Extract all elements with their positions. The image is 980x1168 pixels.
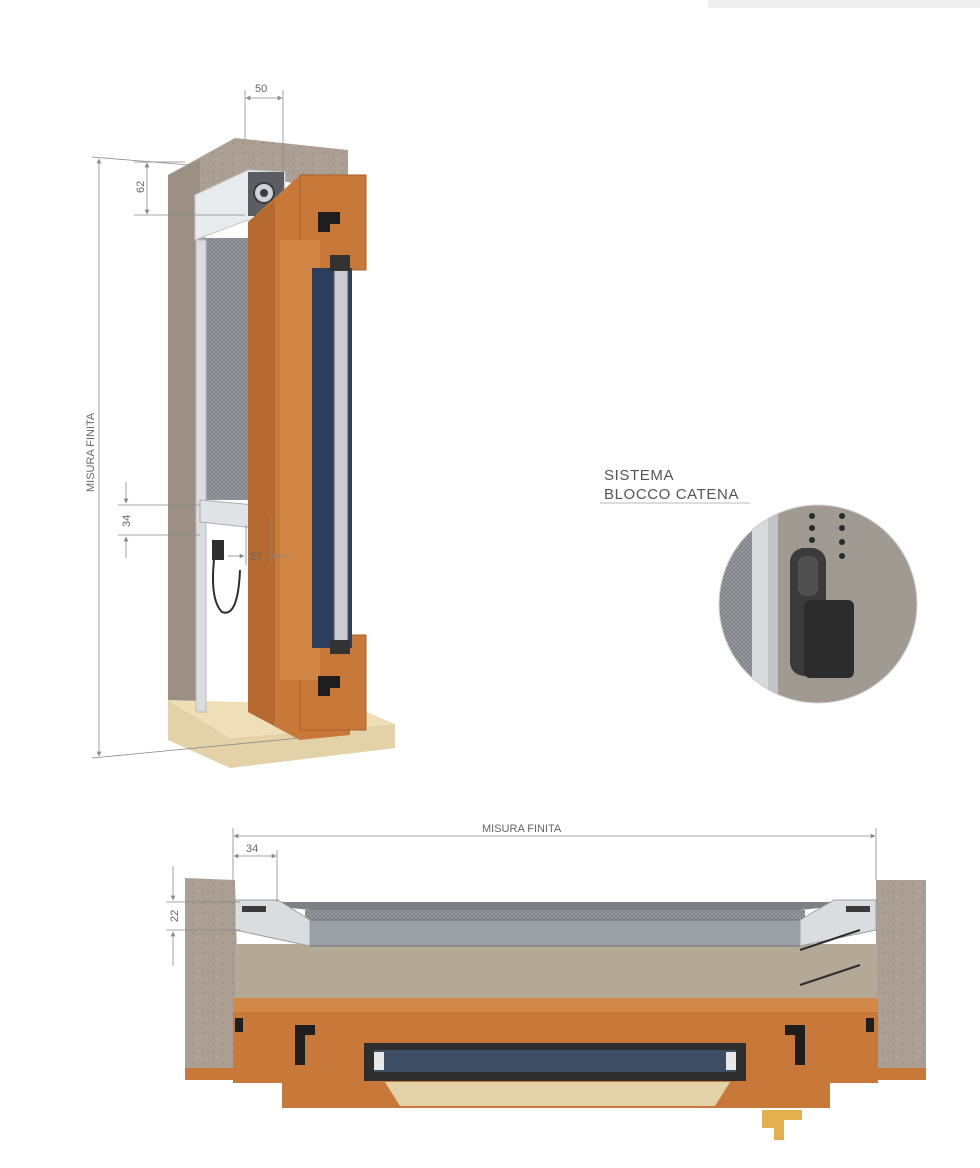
detail-magnifier — [719, 505, 917, 703]
dim-side-gap: 27 — [250, 551, 262, 563]
callout-title-line2: BLOCCO CATENA — [604, 486, 740, 503]
left-wall — [185, 878, 240, 1068]
chain-block — [212, 540, 224, 560]
wood-frame-shade — [248, 200, 275, 726]
dim-height-label: MISURA FINITA — [85, 412, 97, 492]
horizontal-rail — [309, 919, 801, 947]
dim-guide-depth: 22 — [169, 910, 181, 922]
dim-box-height: 62 — [135, 181, 147, 193]
wall-face — [168, 160, 200, 712]
insect-mesh — [204, 238, 248, 500]
horizontal-sand — [385, 1082, 730, 1106]
dim-bottom-rail: 34 — [121, 515, 133, 527]
glass-spacer — [333, 267, 349, 649]
horizontal-dimensions: MISURA FINITA 34 22 — [166, 823, 877, 966]
dim-head-width: 50 — [255, 83, 267, 95]
top-strip — [708, 0, 980, 8]
horizontal-handle — [762, 1110, 802, 1140]
chain-cord — [212, 559, 241, 614]
vertical-section — [168, 138, 395, 768]
horizontal-section — [185, 878, 926, 1140]
right-wall — [876, 880, 926, 1080]
detail-callout — [600, 502, 918, 704]
horizontal-chain — [799, 929, 861, 986]
reveal-back — [235, 944, 877, 1000]
vertical-dimensions: 50 62 MISURA FINITA 34 27 — [85, 83, 301, 759]
dim-width-label: MISURA FINITA — [482, 823, 562, 835]
sill — [168, 700, 395, 768]
dim-side-guide: 34 — [246, 843, 258, 855]
callout-title-line1: SISTEMA — [604, 467, 675, 484]
horizontal-mesh — [235, 902, 876, 910]
side-guide — [195, 239, 207, 713]
callout-caption: SISTEMA BLOCCO CATENA — [604, 466, 739, 504]
horizontal-mesh-panel — [305, 910, 805, 922]
